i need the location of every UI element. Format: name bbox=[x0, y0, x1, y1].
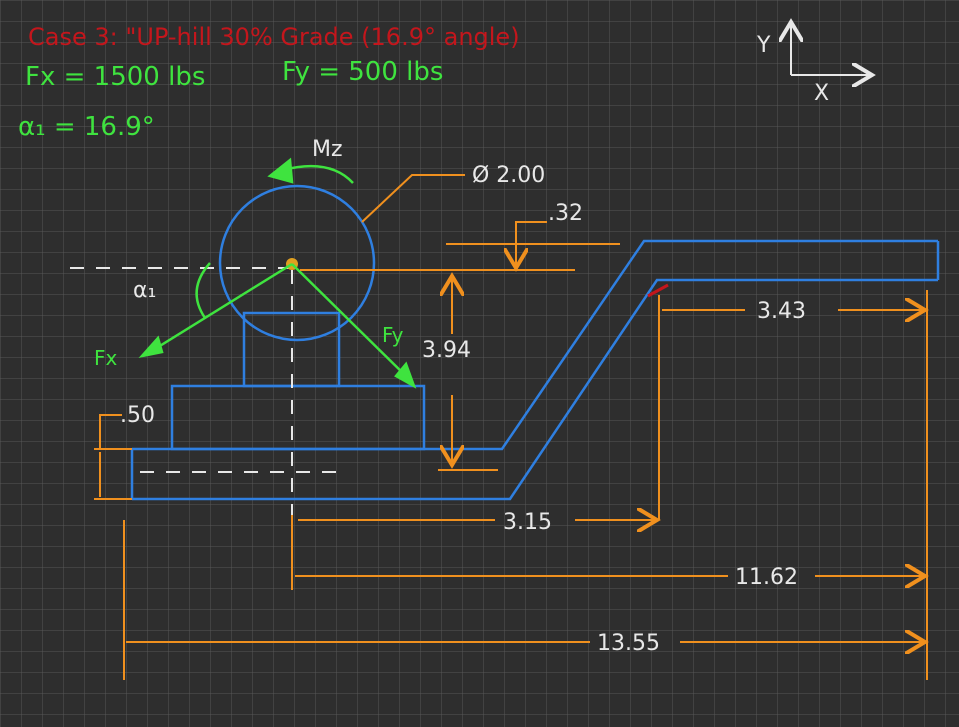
axes-icon bbox=[791, 22, 872, 75]
dim-diameter: Ø 2.00 bbox=[472, 163, 545, 188]
dim-343: 3.43 bbox=[757, 299, 806, 324]
alpha-marker: α₁ bbox=[133, 278, 156, 303]
step-corner-mark bbox=[647, 283, 669, 298]
axis-y-label: Y bbox=[756, 33, 771, 58]
axis-x-label: X bbox=[814, 81, 829, 106]
base-plate-bottom bbox=[132, 278, 938, 501]
dim-315: 3.15 bbox=[503, 510, 552, 535]
fy-vector bbox=[291, 263, 411, 381]
fx-arrow-label: Fx bbox=[94, 346, 118, 370]
base-plate-top bbox=[132, 239, 938, 451]
dim-050: .50 bbox=[120, 403, 155, 428]
force-vectors bbox=[138, 157, 417, 389]
moment-arrowhead bbox=[267, 157, 294, 184]
diameter-leader bbox=[361, 174, 465, 223]
dim-394: 3.94 bbox=[422, 338, 471, 363]
alpha-arc bbox=[195, 262, 211, 319]
dim-1355: 13.55 bbox=[597, 631, 660, 656]
fx-value: Fx = 1500 lbs bbox=[25, 62, 205, 92]
dim-032: .32 bbox=[548, 201, 583, 226]
fy-arrowhead bbox=[394, 361, 417, 389]
moment-label: Mz bbox=[312, 137, 343, 162]
centerlines bbox=[70, 267, 340, 515]
dim-032-leader bbox=[515, 221, 547, 244]
dim-050-leader bbox=[99, 414, 122, 449]
fx-arrowhead bbox=[138, 335, 164, 358]
fx-vector bbox=[149, 262, 293, 354]
round-boss bbox=[218, 184, 376, 342]
title-text: Case 3: "UP-hill 30% Grade (16.9° angle) bbox=[28, 23, 520, 51]
dimension-lines bbox=[94, 174, 927, 680]
fy-value: Fy = 500 lbs bbox=[282, 57, 443, 87]
fy-arrow-label: Fy bbox=[382, 323, 404, 347]
dim-1162: 11.62 bbox=[735, 565, 798, 590]
alpha-value: α₁ = 16.9° bbox=[18, 112, 155, 142]
